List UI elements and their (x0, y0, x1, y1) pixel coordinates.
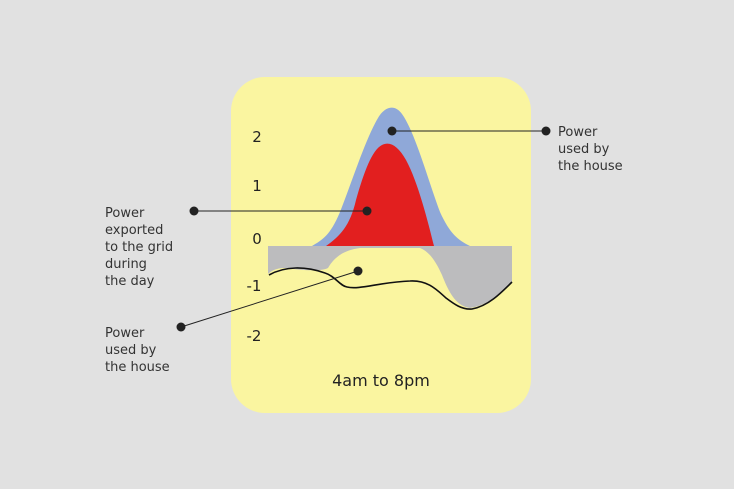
callout-dot-house-bottom (353, 266, 363, 276)
exported-area (326, 143, 434, 246)
callout-house-usage-bottom: Power used by the house (105, 326, 170, 375)
y-tick-0: 0 (252, 230, 262, 248)
y-tick-minus-2: -2 (246, 327, 262, 345)
y-tick-minus-1: -1 (246, 277, 262, 295)
house-consumption-line (268, 267, 513, 310)
callout-exported-to-grid: Power exported to the grid during the da… (105, 206, 174, 289)
callout-dot-house-bottom-end (176, 322, 186, 332)
x-axis-label: 4am to 8pm (332, 371, 430, 390)
y-tick-1: 1 (252, 177, 262, 195)
grid-import-area (268, 246, 512, 308)
callout-dot-exported-end (189, 206, 199, 216)
callout-dot-house-top-end (541, 126, 551, 136)
callout-dot-exported (362, 206, 372, 216)
callout-dot-house-top (387, 126, 397, 136)
callout-house-usage-top: Power used by the house (558, 125, 623, 174)
y-tick-2: 2 (252, 128, 262, 146)
